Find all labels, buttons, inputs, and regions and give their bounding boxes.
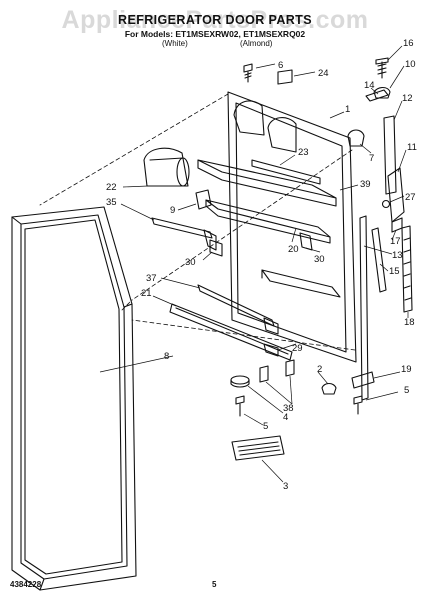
callout-21: 21 — [141, 288, 152, 299]
callout-2: 2 — [317, 364, 322, 375]
callout-8: 8 — [164, 351, 169, 362]
callout-18: 18 — [404, 317, 415, 328]
callout-24: 24 — [318, 68, 329, 79]
watermark: AppliancePartsPros.com — [61, 6, 369, 34]
kickplate-3 — [231, 435, 285, 461]
callout-15: 15 — [389, 266, 400, 277]
callout-27: 27 — [405, 192, 416, 203]
callout-29: 29 — [292, 343, 303, 354]
callout-11: 11 — [407, 142, 417, 153]
callout-35: 35 — [106, 197, 117, 208]
cover-24 — [277, 69, 293, 85]
callout-38: 38 — [283, 403, 294, 414]
cam-12 — [383, 115, 397, 195]
hinge-screw-16 — [375, 57, 389, 79]
callout-4: 4 — [283, 412, 288, 423]
color-white-label: (White) — [162, 39, 188, 48]
door-gasket-8 — [11, 206, 137, 591]
callout-6: 6 — [278, 60, 283, 71]
door-liner-1 — [197, 91, 357, 363]
footer-page-number: 5 — [212, 580, 217, 589]
callout-10: 10 — [405, 59, 416, 70]
callout-30: 30 — [314, 254, 325, 265]
door-pad-38-left — [259, 365, 269, 383]
callout-numbers: 6 24 16 10 14 1 12 7 23 11 22 39 27 9 35… — [106, 38, 417, 492]
model-numbers: For Models: ET1MSEXRW02, ET1MSEXRQ02 — [124, 29, 306, 39]
callout-1: 1 — [345, 104, 350, 115]
lower-rail-37 — [197, 284, 279, 335]
dairy-hinge-9 — [195, 189, 212, 210]
spring-rod-18 — [401, 225, 413, 313]
shelf-rail-35 — [151, 217, 217, 251]
shelf-rail-23 — [251, 159, 321, 185]
callout-leader-lines — [99, 45, 409, 483]
bottom-hinge-19 — [351, 371, 375, 389]
callout-3: 3 — [283, 481, 288, 492]
footer-part-number: 4384228 — [10, 580, 42, 589]
callout-13: 13 — [392, 250, 403, 261]
callout-37: 37 — [146, 273, 157, 284]
callout-16: 16 — [403, 38, 414, 49]
callout-22: 22 — [106, 182, 117, 193]
dairy-door-22 — [143, 147, 190, 187]
callout-19: 19 — [401, 364, 412, 375]
callout-39: 39 — [360, 179, 371, 190]
callout-5: 5 — [263, 421, 268, 432]
leveling-foot-2 — [321, 382, 337, 395]
handle-trim-15 — [371, 227, 387, 293]
screw-5-left — [235, 395, 245, 417]
callout-12: 12 — [402, 93, 413, 104]
end-cap-30-right — [299, 232, 313, 251]
bushing-10 — [373, 86, 391, 99]
lower-rail-21 — [169, 303, 293, 361]
screw-6 — [243, 63, 253, 83]
screw-5-right — [353, 395, 363, 415]
end-cap-30-left — [209, 239, 223, 257]
diagram-title: REFRIGERATOR DOOR PARTS — [118, 13, 312, 27]
handle-13 — [359, 215, 369, 401]
hinge-pin-4 — [230, 375, 250, 388]
handle-screw-27 — [381, 199, 391, 209]
callout-14: 14 — [364, 80, 375, 91]
callout-30: 30 — [185, 257, 196, 268]
callout-7: 7 — [369, 153, 374, 164]
callout-23: 23 — [298, 147, 309, 158]
callout-17: 17 — [390, 236, 401, 247]
hinge-14 — [365, 89, 389, 102]
door-pad-38-right — [285, 359, 295, 377]
callout-5: 5 — [404, 385, 409, 396]
color-almond-label: (Almond) — [240, 39, 273, 48]
callout-20: 20 — [288, 244, 299, 255]
handle-bracket-11 — [387, 167, 405, 223]
door-stop-7 — [347, 129, 365, 147]
callout-9: 9 — [170, 205, 175, 216]
rail-cap-29 — [263, 343, 279, 357]
